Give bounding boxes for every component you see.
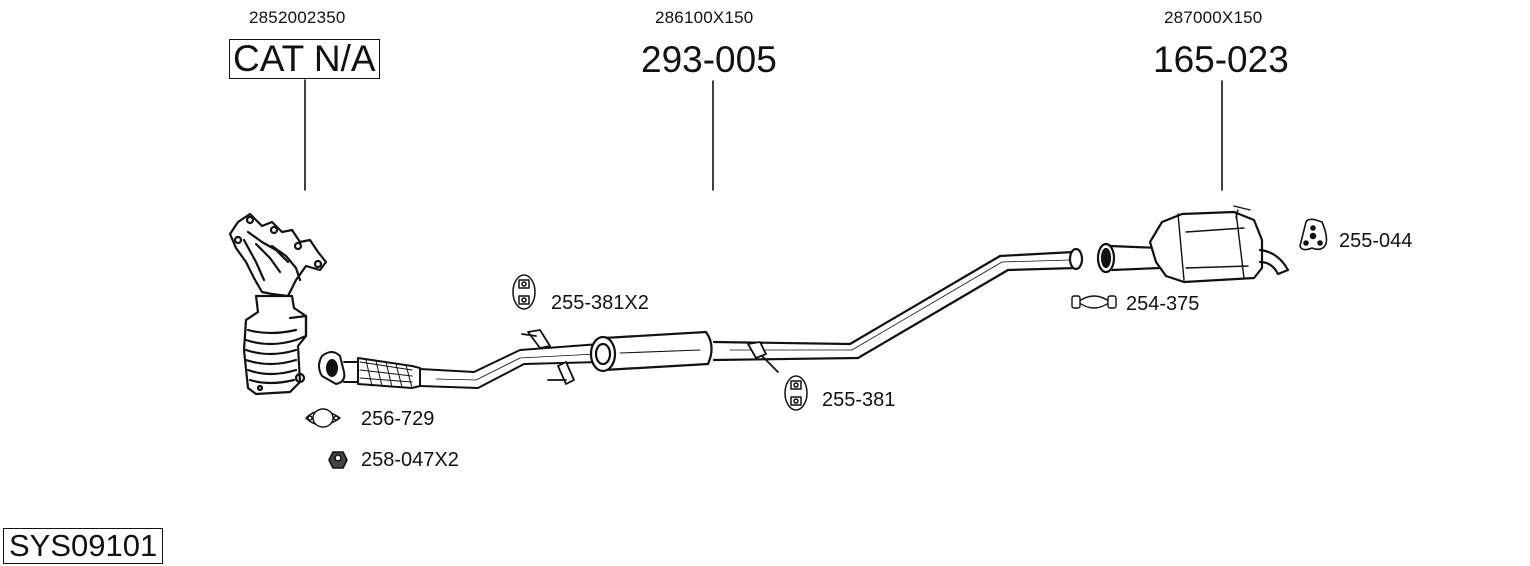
label-nut[interactable]: 258-047X2: [361, 449, 459, 471]
nut-icon[interactable]: [328, 451, 348, 469]
rear-silencer-icon[interactable]: [1096, 205, 1290, 284]
label-hanger-x2[interactable]: 255-381X2: [551, 292, 649, 314]
system-code: SYS09101: [3, 528, 164, 564]
rubber-mount-icon[interactable]: [1299, 218, 1328, 251]
catalyst-manifold-icon[interactable]: [228, 212, 328, 396]
middle-silencer-icon[interactable]: [589, 247, 1084, 373]
part-number-middle-silencer[interactable]: 293-005: [641, 39, 777, 80]
pipe-bracket-icon: [747, 341, 779, 373]
label-rubber-mount[interactable]: 255-044: [1339, 230, 1413, 252]
label-hanger[interactable]: 255-381: [822, 389, 896, 411]
pipe-bracket-icon: [521, 329, 575, 385]
front-pipe-icon[interactable]: [318, 343, 601, 389]
oe-number-middle-silencer: 286100X150: [655, 8, 754, 27]
label-clamp[interactable]: 254-375: [1126, 293, 1200, 315]
oe-number-catalyst: 2852002350: [249, 8, 346, 27]
gasket-icon[interactable]: [305, 408, 341, 428]
part-number-catalyst[interactable]: CAT N/A: [229, 39, 380, 79]
pipe-clamp-icon[interactable]: [1071, 295, 1117, 309]
rubber-hanger-icon[interactable]: [784, 375, 808, 411]
label-gasket[interactable]: 256-729: [361, 408, 435, 430]
part-number-rear-silencer[interactable]: 165-023: [1153, 39, 1289, 80]
rubber-hanger-icon[interactable]: [512, 274, 536, 310]
oe-number-rear-silencer: 287000X150: [1164, 8, 1263, 27]
